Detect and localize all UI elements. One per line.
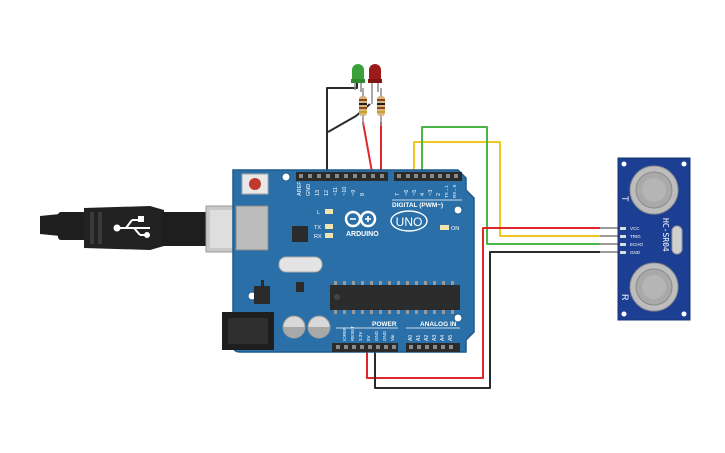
led-green[interactable] <box>351 64 365 92</box>
pin-label-a0: A0 <box>408 335 414 341</box>
capacitor-2 <box>307 315 331 339</box>
pin-label-2: 2 <box>436 193 442 196</box>
digital-pwm-label: DIGITAL (PWM~) <box>392 202 443 209</box>
wire-trig-pin4[interactable] <box>421 126 600 245</box>
uno-badge: UNO <box>390 210 428 232</box>
usb-chip <box>292 226 308 242</box>
power-header[interactable] <box>332 343 398 352</box>
pin-label-rx0: RX←0 <box>452 184 457 198</box>
capacitor-1 <box>282 315 306 339</box>
rx-led <box>325 233 333 238</box>
pin-label-3v3: 3.3V <box>358 332 363 341</box>
usb-jack <box>235 205 269 251</box>
pin-label-9: ~9 <box>351 190 357 196</box>
pin-label-gnd2: GND <box>382 330 387 341</box>
tx-led-label: TX <box>314 225 321 231</box>
pin-label-gnd: GND <box>306 184 312 196</box>
pin-label-vin: Vin <box>390 334 395 341</box>
pin-label-a4: A4 <box>440 335 446 341</box>
pin-label-reset: RESET <box>350 326 355 341</box>
digital-header[interactable] <box>296 172 462 181</box>
transmitter-transducer <box>629 165 679 215</box>
sensor-pin-trig: TRIG <box>630 234 641 239</box>
pin-label-8: 8 <box>360 193 366 196</box>
wire-resistor1-pin10[interactable] <box>362 121 373 173</box>
ultrasonic-sensor[interactable]: T R HC-SR04 VCC TRIG ECHO GND <box>600 157 691 321</box>
sensor-pin-vcc: VCC <box>630 226 640 231</box>
wire-gnd-gnd[interactable] <box>374 251 600 389</box>
analog-pin-labels: A0 A1 A2 A3 A4 A5 <box>408 335 454 341</box>
arduino-logo <box>344 210 377 228</box>
pin-label-a5: A5 <box>448 335 454 341</box>
wires <box>326 78 600 389</box>
sensor-pin-gnd: GND <box>630 250 641 255</box>
receiver-label: R <box>620 294 630 301</box>
on-label: ON <box>451 226 459 232</box>
smd-component <box>296 282 304 292</box>
sensor-pin-labels: VCC TRIG ECHO GND <box>630 226 644 255</box>
brand-label: ARDUINO <box>346 231 379 238</box>
led-red[interactable] <box>368 64 382 104</box>
receiver-transducer <box>629 262 679 312</box>
pin-label-a2: A2 <box>424 335 430 341</box>
pin-label-7: 7 <box>395 193 401 196</box>
atmega-chip <box>330 281 460 314</box>
rx-led-label: RX <box>314 234 322 240</box>
analog-in-label: ANALOG IN <box>420 321 457 328</box>
pin-label-4: 4 <box>420 193 426 196</box>
arduino-uno-board[interactable]: AREF GND 13 12 ~11 ~10 ~9 8 7 ~6 ~5 4 ~3… <box>222 169 475 353</box>
power-pin-labels: IOREF RESET 3.3V 5V GND GND Vin <box>342 326 395 341</box>
resistor-2[interactable] <box>377 88 385 126</box>
l-led-label: L <box>317 210 320 216</box>
model-label: UNO <box>396 215 423 229</box>
pin-label-a1: A1 <box>416 335 422 341</box>
pin-label-aref: AREF <box>297 181 303 196</box>
pin-label-a3: A3 <box>432 335 438 341</box>
usb-icon <box>113 216 150 238</box>
pin-label-6: ~6 <box>404 190 410 196</box>
on-led <box>440 225 449 230</box>
pin-label-ioref: IOREF <box>342 327 347 341</box>
pin-label-13: 13 <box>315 190 321 196</box>
voltage-regulator <box>254 286 270 304</box>
sensor-pin-echo: ECHO <box>630 242 644 247</box>
wire-vcc-5v[interactable] <box>366 227 600 379</box>
power-label: POWER <box>372 321 397 328</box>
l-led <box>325 209 333 214</box>
sensor-crystal <box>671 225 683 255</box>
tx-led <box>325 224 333 229</box>
transmitter-label: T <box>620 196 630 202</box>
wire-echo-pin5[interactable] <box>413 141 600 237</box>
pin-label-3: ~3 <box>428 190 434 196</box>
dc-power-jack[interactable] <box>222 312 274 350</box>
pin-label-tx1: TX→1 <box>444 185 449 198</box>
resistor-1[interactable] <box>359 88 367 126</box>
analog-header[interactable] <box>406 343 460 352</box>
crystal <box>278 256 323 273</box>
pin-label-gnd1: GND <box>374 330 379 341</box>
pin-label-5v: 5V <box>366 335 371 341</box>
pin-label-11: ~11 <box>333 187 339 196</box>
pin-label-12: 12 <box>324 190 330 196</box>
pin-label-5: ~5 <box>412 190 418 196</box>
reset-button[interactable] <box>241 173 269 195</box>
sensor-model-label: HC-SR04 <box>661 218 670 252</box>
digital-pin-labels: AREF GND 13 12 ~11 ~10 ~9 8 7 ~6 ~5 4 ~3… <box>297 181 457 198</box>
pin-label-10: ~10 <box>342 187 348 196</box>
